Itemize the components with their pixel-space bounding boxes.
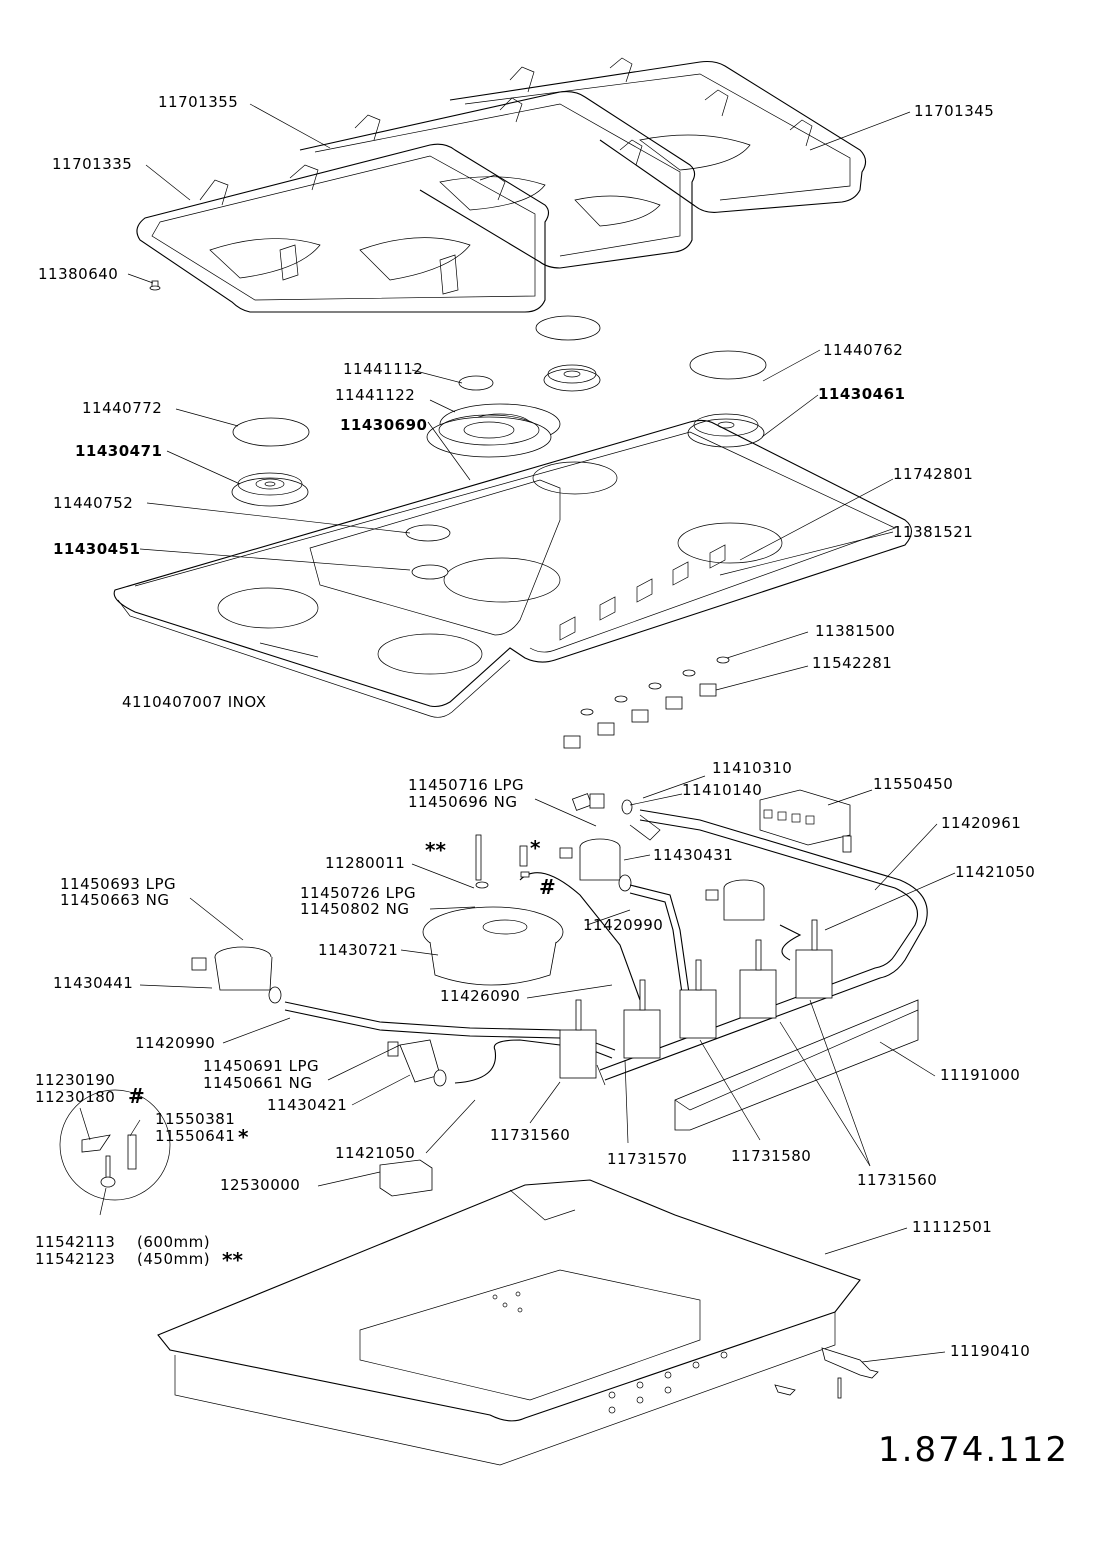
label-cable-clamp: 12530000 [220, 1176, 301, 1194]
burner-body-right [705, 879, 765, 921]
cap-floating [535, 315, 601, 341]
pan-support-right [449, 57, 867, 213]
gas-manifold [596, 809, 928, 1086]
label-pan-support-left: 11701335 [52, 155, 133, 173]
knobs [563, 683, 717, 749]
label-rubber-foot: 11380640 [38, 265, 119, 283]
label-cap-aux: 11440752 [53, 494, 134, 512]
label-pipe-center: 11420990 [583, 916, 664, 934]
label-knob-seal: 11381521 [893, 523, 974, 541]
label-valve-triple: 11731580 [731, 1147, 812, 1165]
burner-body-441 [191, 946, 282, 1004]
label-electrode-b-mark: * [238, 1125, 249, 1149]
label-injector-441-lpg: 11450693 LPG [60, 875, 177, 893]
label-injector-441-ng: 11450663 NG [60, 891, 170, 909]
thermocouple-mark: ** [425, 838, 446, 862]
label-fixing-clamp: 11190410 [950, 1342, 1031, 1360]
label-thermocouple-600-length: (600mm) [137, 1233, 211, 1251]
label-burner-body-721: 11430721 [318, 941, 399, 959]
label-thermocouple-pipe: 11426090 [440, 987, 521, 1005]
label-valve-right-group: 11731560 [857, 1171, 938, 1189]
label-thermocouple-600: 11542113 [35, 1233, 116, 1251]
label-burner-triple-crown: 11430690 [340, 416, 428, 434]
worktop [113, 414, 913, 718]
label-knob-bush: 11742801 [893, 465, 974, 483]
electrode-mark: * [530, 836, 541, 860]
label-burner-body-431: 11430431 [653, 846, 734, 864]
rubber-foot [149, 280, 161, 291]
thermocouple-electrode-items [475, 834, 530, 889]
fixing-clamp [774, 1347, 879, 1399]
knob-rings [580, 656, 730, 716]
label-base-tray: 11112501 [912, 1218, 993, 1236]
label-thermocouple-450-mark: ** [222, 1248, 243, 1272]
base-tray [157, 1179, 861, 1466]
label-cap-left: 11440772 [82, 399, 163, 417]
label-injector-421-ng: 11450661 NG [203, 1074, 313, 1092]
label-injector-721-ng: 11450802 NG [300, 900, 410, 918]
drawing-number: 1.874.112 [878, 1430, 1070, 1470]
label-bracket: 11191000 [940, 1066, 1021, 1084]
label-valve-left: 11731560 [490, 1126, 571, 1144]
burner-left [231, 472, 309, 507]
cap-right [689, 350, 767, 380]
clip-mark: # [539, 875, 556, 899]
label-cap-right: 11440762 [823, 341, 904, 359]
pan-support-left [136, 143, 550, 313]
label-knob-ring: 11381500 [815, 622, 896, 640]
label-electrode-b: 11550641 [155, 1127, 236, 1145]
label-elbow-fitting: 11410310 [712, 759, 793, 777]
burner-right [687, 413, 765, 448]
cap-small-center [458, 375, 494, 391]
label-pan-support-right: 11701345 [914, 102, 995, 120]
label-gas-manifold: 11420961 [941, 814, 1022, 832]
label-injector-431-lpg: 11450716 LPG [408, 776, 525, 794]
label-cap-small-center: 11441112 [343, 360, 424, 378]
ignition-unit [759, 789, 852, 853]
label-cap-triple-ring: 11441122 [335, 386, 416, 404]
label-electrode-a: 11550381 [155, 1110, 236, 1128]
label-injector-721-lpg: 11450726 LPG [300, 884, 417, 902]
bracket [674, 999, 919, 1131]
burner-aux [411, 564, 449, 580]
label-pipe-right: 11421050 [955, 863, 1036, 881]
leader-lines [79, 103, 956, 1363]
cap-aux [405, 524, 451, 542]
label-gasket: 11410140 [682, 781, 763, 799]
label-pipe-front: 11421050 [335, 1144, 416, 1162]
burner-body-721 [422, 906, 564, 986]
burner-small-center [543, 364, 601, 392]
gas-valves [559, 919, 833, 1079]
burner-body-421 [387, 1039, 447, 1087]
cable-clamp [379, 1159, 433, 1197]
label-thermocouple-450: 11542123 [35, 1250, 116, 1268]
label-clip-b-mark: # [128, 1084, 145, 1108]
label-thermocouple-450-length: (450mm) [137, 1250, 211, 1268]
label-worktop: 4110407007 INOX [122, 693, 267, 711]
label-burner-left: 11430471 [75, 442, 163, 460]
label-burner-right: 11430461 [818, 385, 906, 403]
label-burner-aux: 11430451 [53, 540, 141, 558]
detail-circle [59, 1089, 171, 1201]
burner-triple-crown [426, 416, 552, 458]
label-valve-center: 11731570 [607, 1150, 688, 1168]
cap-left [232, 417, 310, 447]
pan-support-center [299, 91, 696, 269]
gasket [621, 799, 633, 815]
label-pipe-left: 11420990 [135, 1034, 216, 1052]
burner-body-431 [559, 838, 632, 892]
label-burner-body-421: 11430421 [267, 1096, 348, 1114]
label-burner-body-441: 11430441 [53, 974, 134, 992]
elbow-fitting [571, 793, 605, 811]
label-clip-a: 11230190 [35, 1071, 116, 1089]
label-thermocouple-nut: 11280011 [325, 854, 406, 872]
label-clip-b: 11230180 [35, 1088, 116, 1106]
label-knob: 11542281 [812, 654, 893, 672]
label-ignition-unit: 11550450 [873, 775, 954, 793]
label-injector-421-lpg: 11450691 LPG [203, 1057, 320, 1075]
label-injector-431-ng: 11450696 NG [408, 793, 518, 811]
label-pan-support-center: 11701355 [158, 93, 239, 111]
